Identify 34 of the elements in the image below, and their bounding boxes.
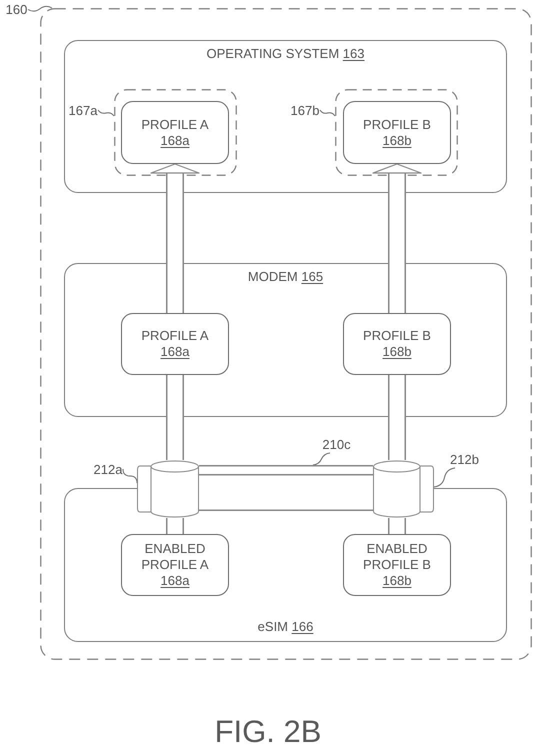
reference-numeral: 167a: [68, 103, 98, 119]
profile-box: ENABLED PROFILE A 168a: [121, 534, 229, 596]
rounded-panel: [64, 263, 507, 417]
leader-line: [320, 110, 336, 116]
tube-connector: [166, 518, 184, 534]
leader-line: [28, 6, 52, 12]
reference-numeral: 167b: [290, 103, 320, 119]
leader-line: [122, 468, 138, 484]
tube-arrow: [150, 163, 200, 313]
profile-box: PROFILE B 168b: [343, 313, 451, 375]
tube-arrow: [372, 163, 422, 313]
tube-connector: [388, 518, 406, 534]
dashed-frame: [114, 89, 237, 176]
figure-caption: FIG. 2B: [214, 714, 322, 750]
panel-title: MODEM 165: [248, 269, 324, 285]
dashed-frame: [335, 89, 458, 176]
reference-numeral: 212b: [450, 452, 479, 468]
leader-line: [98, 110, 114, 116]
panel-title: eSIM 166: [258, 619, 314, 635]
cylinder-icon: [373, 460, 434, 518]
tube-connector: [166, 375, 184, 460]
tube-connector: [388, 375, 406, 460]
reference-numeral: 210c: [322, 437, 351, 453]
panel-title: OPERATING SYSTEM 163: [206, 46, 364, 62]
profile-box: ENABLED PROFILE B 168b: [343, 534, 451, 596]
dashed-frame: [40, 8, 532, 660]
profile-box: PROFILE A 168a: [121, 313, 229, 375]
reference-numeral: 212a: [93, 462, 123, 478]
cylinder-icon: [137, 460, 199, 518]
rounded-panel: [64, 40, 507, 193]
reference-numeral: 160: [5, 2, 28, 18]
leader-line: [312, 452, 330, 466]
profile-box: PROFILE A 168a: [121, 101, 229, 164]
profile-box: PROFILE B 168b: [343, 101, 451, 164]
